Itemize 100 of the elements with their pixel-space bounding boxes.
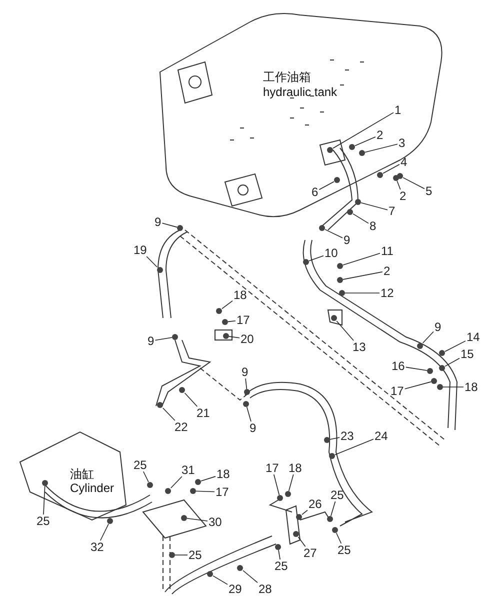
leader-line bbox=[200, 476, 216, 482]
callout-number: 12 bbox=[380, 286, 395, 300]
part-marker bbox=[437, 384, 443, 390]
part-marker bbox=[165, 488, 171, 494]
callout-number: 20 bbox=[240, 332, 255, 346]
callout-number: 22 bbox=[174, 420, 189, 434]
callout-number: 9 bbox=[248, 422, 258, 434]
callout-number: 4 bbox=[400, 156, 408, 168]
part-marker bbox=[347, 209, 353, 215]
callout-number: 9 bbox=[434, 320, 442, 334]
callout-number: 21 bbox=[196, 406, 211, 420]
leader-line bbox=[342, 252, 380, 266]
leader-line bbox=[422, 331, 434, 344]
callout-number: 31 bbox=[180, 464, 196, 476]
callout-number: 18 bbox=[464, 380, 479, 394]
leader-line bbox=[364, 144, 398, 153]
leader-line bbox=[442, 386, 464, 388]
part-marker bbox=[303, 259, 309, 265]
part-marker bbox=[42, 480, 48, 486]
leader-line bbox=[174, 554, 188, 556]
part-marker bbox=[190, 488, 196, 494]
part-marker bbox=[331, 315, 337, 321]
callout-number: 19 bbox=[132, 244, 148, 256]
callout-number: 29 bbox=[228, 582, 243, 596]
part-marker bbox=[417, 343, 423, 349]
leader-line bbox=[352, 213, 369, 224]
callout-number: 30 bbox=[208, 516, 223, 528]
callout-number: 5 bbox=[424, 184, 434, 198]
callout-number: 9 bbox=[240, 366, 250, 378]
callout-number: 17 bbox=[214, 486, 230, 498]
part-marker bbox=[431, 378, 437, 384]
callout-number: 26 bbox=[308, 498, 323, 510]
leader-line bbox=[336, 532, 342, 544]
leader-line bbox=[162, 408, 176, 421]
leader-line bbox=[222, 300, 233, 310]
leader-line bbox=[342, 271, 383, 280]
leader-line bbox=[146, 256, 158, 268]
leader-line bbox=[318, 181, 334, 190]
callout-number: 3 bbox=[398, 136, 406, 150]
leader-line bbox=[228, 336, 240, 338]
callout-number: 32 bbox=[90, 540, 105, 554]
part-marker bbox=[397, 173, 403, 179]
leader-line bbox=[242, 570, 258, 583]
leader-line bbox=[212, 575, 228, 585]
leader-line bbox=[405, 366, 428, 371]
part-label: 油缸 bbox=[70, 467, 94, 481]
leader-line bbox=[228, 320, 236, 322]
leader-line bbox=[154, 337, 172, 341]
leader-line bbox=[196, 490, 215, 492]
part-marker bbox=[157, 267, 163, 273]
part-marker bbox=[195, 479, 201, 485]
part-marker bbox=[237, 565, 243, 571]
part-marker bbox=[359, 150, 365, 156]
part-marker bbox=[223, 333, 229, 339]
callout-number: 1 bbox=[394, 104, 402, 116]
part-marker bbox=[147, 482, 153, 488]
part-marker bbox=[332, 527, 338, 533]
callout-number: 17 bbox=[236, 314, 251, 326]
part-marker bbox=[107, 518, 113, 524]
part-marker bbox=[177, 225, 183, 231]
callout-number: 25 bbox=[336, 544, 352, 556]
part-marker bbox=[337, 277, 343, 283]
part-marker bbox=[324, 437, 330, 443]
callout-number: 18 bbox=[216, 468, 231, 480]
leader-line bbox=[360, 202, 388, 210]
leader-line bbox=[278, 550, 280, 560]
part-marker bbox=[293, 531, 299, 537]
callout-number: 17 bbox=[390, 384, 405, 398]
leader-line bbox=[332, 112, 394, 149]
leader-line bbox=[273, 474, 280, 496]
callout-number: 11 bbox=[380, 244, 394, 258]
part-marker bbox=[222, 319, 228, 325]
callout-number: 23 bbox=[340, 430, 355, 442]
part-marker bbox=[355, 199, 361, 205]
part-marker bbox=[179, 387, 185, 393]
part-marker bbox=[377, 172, 383, 178]
callout-number: 10 bbox=[324, 246, 339, 260]
leader-line bbox=[344, 292, 380, 294]
part-marker bbox=[327, 516, 333, 522]
part-marker bbox=[157, 402, 163, 408]
part-marker bbox=[181, 515, 187, 521]
leader-line bbox=[302, 510, 308, 515]
leader-line bbox=[402, 177, 425, 190]
callout-number: 2 bbox=[382, 264, 392, 278]
leader-line bbox=[324, 229, 343, 238]
leader-line bbox=[354, 136, 376, 146]
callout-number: 8 bbox=[368, 220, 378, 232]
callout-number: 25 bbox=[330, 488, 345, 502]
part-marker bbox=[439, 350, 445, 356]
part-label: hydraulic tank bbox=[263, 85, 338, 99]
callout-number: 7 bbox=[388, 204, 396, 218]
leader-line bbox=[246, 406, 252, 422]
callout-number: 24 bbox=[374, 430, 389, 442]
leader-line bbox=[184, 392, 198, 407]
part-marker bbox=[339, 290, 345, 296]
leader-line bbox=[298, 536, 306, 547]
callout-number: 25 bbox=[274, 560, 289, 572]
leader-line bbox=[444, 340, 466, 352]
callout-number: 18 bbox=[232, 288, 248, 302]
leader-line bbox=[336, 320, 354, 341]
